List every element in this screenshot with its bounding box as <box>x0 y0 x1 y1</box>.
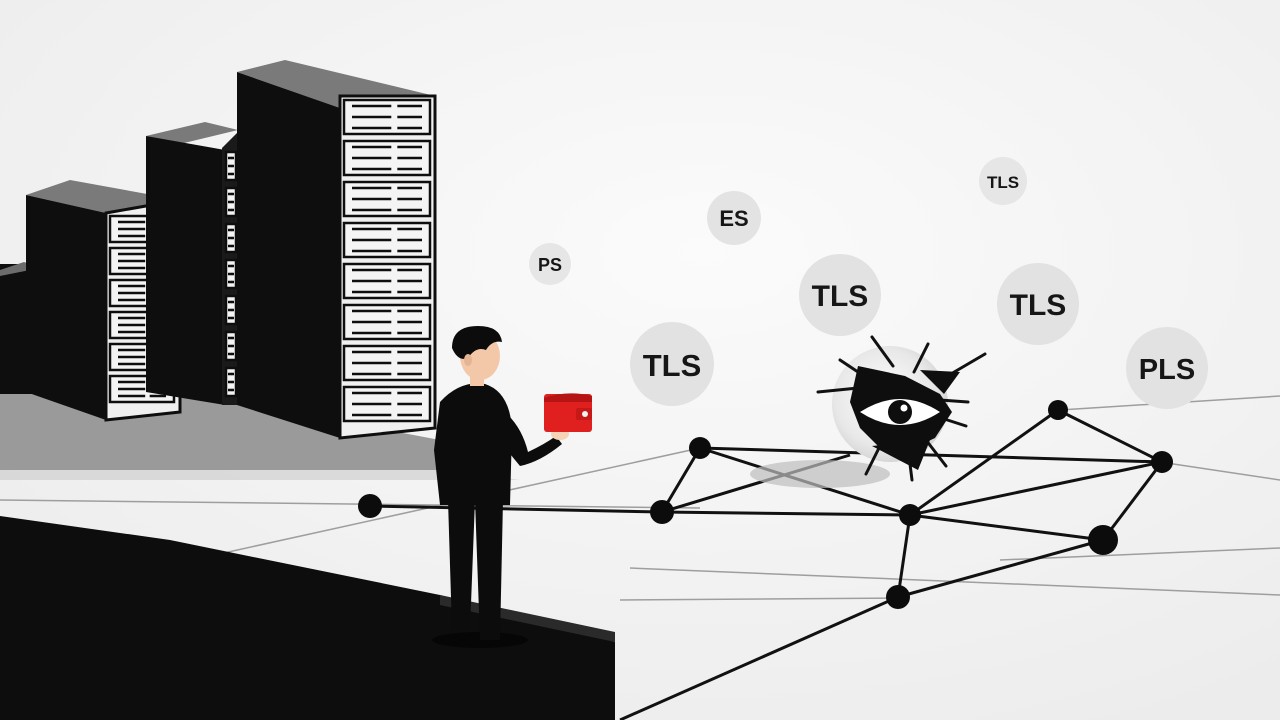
bubble-ps: PS <box>529 243 571 285</box>
foreground-ledge <box>0 516 615 720</box>
bubble-pls: PLS <box>1126 327 1208 409</box>
bubble-tls-left: TLS <box>630 322 714 406</box>
server-floor-highlight <box>0 470 520 480</box>
bubble-ps-label: PS <box>538 255 562 275</box>
bubble-tls-small: TLS <box>979 157 1027 205</box>
bubble-tls-center: TLS <box>799 254 881 336</box>
bubble-tls-left-label: TLS <box>643 348 702 383</box>
person-icon <box>432 326 592 648</box>
wallet-icon <box>544 393 592 432</box>
bubble-tls-center-label: TLS <box>812 280 869 313</box>
bubble-es-label: ES <box>719 206 748 231</box>
server-rack-middle <box>146 122 238 405</box>
server-rack-right <box>237 60 437 440</box>
bubble-tls-right-label: TLS <box>1010 289 1067 322</box>
bubble-tls-right: TLS <box>997 263 1079 345</box>
network-graph-icon <box>358 400 1173 720</box>
network-edges <box>369 408 1164 720</box>
network-nodes <box>358 400 1173 609</box>
bubble-pls-label: PLS <box>1139 354 1195 386</box>
eye-icon <box>860 399 940 425</box>
protocol-bubbles: ES TLS PS TLS TLS TLS PLS <box>529 157 1208 409</box>
bubble-es: ES <box>707 191 761 245</box>
security-breach-hole <box>750 335 987 488</box>
bubble-tls-small-label: TLS <box>987 173 1019 192</box>
